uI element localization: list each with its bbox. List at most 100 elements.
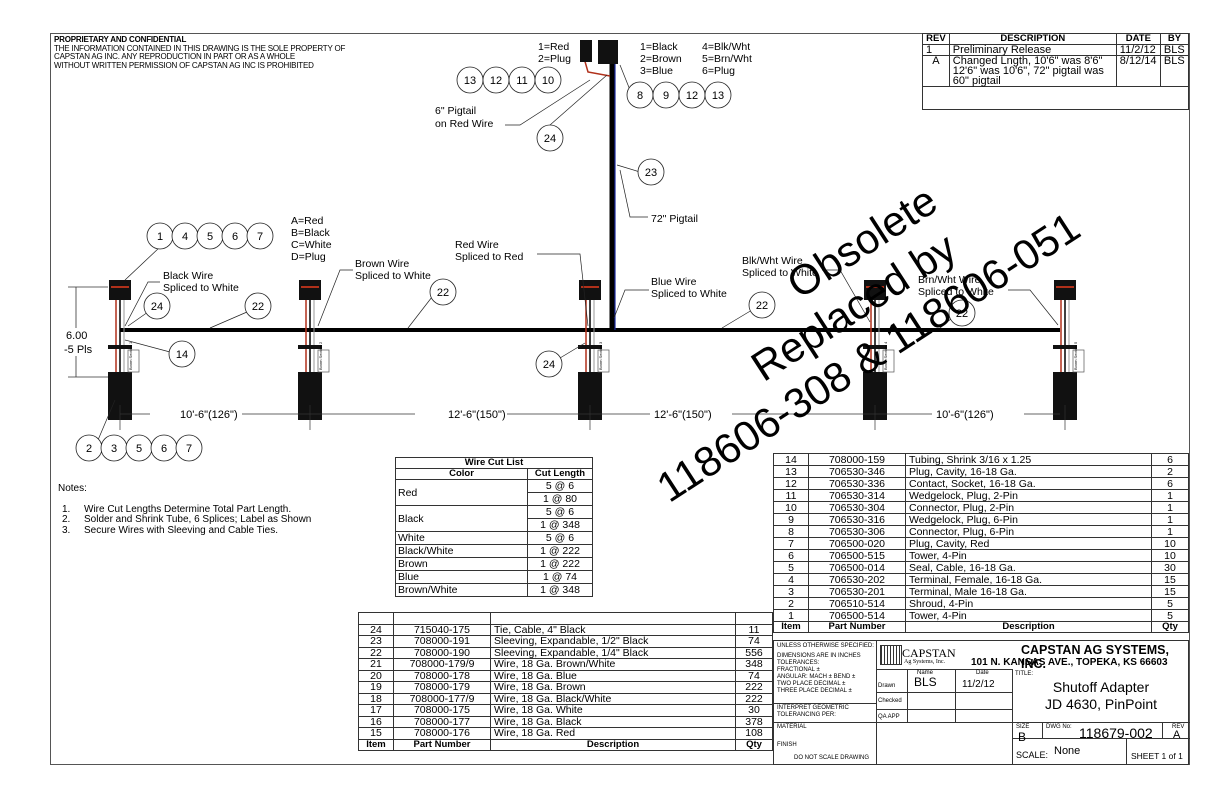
cell: Seal, Cable, 16-18 Ga. bbox=[905, 561, 1152, 574]
cell: 17 bbox=[358, 704, 394, 717]
item-bubble: 22 bbox=[948, 299, 976, 327]
qa-label: QA APP bbox=[878, 714, 900, 720]
tolerance-line: DIMENSIONS ARE IN INCHES bbox=[777, 653, 861, 659]
item-bubble: 11 bbox=[508, 66, 536, 94]
boom-section-label bbox=[882, 349, 895, 373]
item-bubble: 22 bbox=[748, 291, 776, 319]
cell: 706530-314 bbox=[808, 489, 906, 502]
cell: 708000-178 bbox=[393, 669, 491, 682]
bubble-number: 22 bbox=[956, 308, 968, 320]
notes: Notes: 1.Wire Cut Lengths Determine Tota… bbox=[58, 483, 311, 536]
cell: 10 bbox=[1151, 537, 1189, 550]
bom-header: Qty bbox=[1151, 621, 1189, 633]
cell: 5 bbox=[1151, 597, 1189, 610]
cell: Wedgelock, Plug, 2-Pin bbox=[905, 489, 1152, 502]
bubble-number: 23 bbox=[645, 167, 657, 179]
boom-section-label bbox=[317, 349, 330, 373]
cell: Black bbox=[395, 505, 528, 532]
cell: Blue bbox=[395, 570, 528, 584]
bubble-number: 22 bbox=[437, 287, 449, 299]
item-bubble: 6 bbox=[150, 434, 178, 462]
interpret-label: TOLERANCING PER: bbox=[777, 712, 836, 718]
pin-map-label: 4=Blk/Wht bbox=[702, 41, 750, 53]
cell: 708000-177/9 bbox=[393, 692, 491, 705]
cell: 8 bbox=[773, 525, 809, 538]
cell: 11 bbox=[773, 489, 809, 502]
cell: 706500-014 bbox=[808, 561, 906, 574]
item-bubble: 6 bbox=[221, 222, 249, 250]
cell: 7 bbox=[773, 537, 809, 550]
cell: 1 bbox=[1151, 513, 1189, 526]
cell: 10 bbox=[773, 501, 809, 514]
cell: Black/White bbox=[395, 544, 528, 558]
bom-header: Description bbox=[490, 738, 736, 751]
item-bubble: 5 bbox=[196, 222, 224, 250]
cell: 15 bbox=[1151, 585, 1189, 598]
bubble-number: 1 bbox=[157, 231, 163, 243]
pigtail-callout: on Red Wire bbox=[435, 118, 494, 130]
cell: Terminal, Female, 16-18 Ga. bbox=[905, 573, 1152, 586]
dimension-label: 10'-6"(126") bbox=[936, 409, 994, 421]
bubble-number: 6 bbox=[232, 231, 238, 243]
spacing-count: -5 Pls bbox=[64, 344, 93, 356]
cell: 706530-306 bbox=[808, 525, 906, 538]
cell: 708000-179/9 bbox=[393, 658, 491, 671]
cell: 5 @ 6 bbox=[527, 531, 593, 545]
cell: 222 bbox=[735, 681, 773, 694]
cell: 108 bbox=[735, 727, 773, 740]
pin-map-label: 1=Red bbox=[538, 41, 569, 53]
unless-specified: UNLESS OTHERWISE SPECIFIED: bbox=[777, 643, 874, 649]
cell: 23 bbox=[358, 635, 394, 648]
item-bubble: 22 bbox=[429, 278, 457, 306]
item-bubble: 13 bbox=[704, 81, 732, 109]
item-bubble: 24 bbox=[143, 292, 171, 320]
tower-connector bbox=[1054, 280, 1076, 300]
cell: 706530-202 bbox=[808, 573, 906, 586]
pin-map-label: C=White bbox=[291, 239, 332, 251]
cell: 6 bbox=[1151, 477, 1189, 490]
boom-connector: Boom Section 3 bbox=[578, 280, 610, 430]
tolerance-line: ANGULAR: MACH ± BEND ± bbox=[777, 674, 856, 680]
splice-callout: Spliced to Red bbox=[455, 251, 523, 263]
pigtail-callout: 6" Pigtail bbox=[435, 105, 476, 117]
pin-map-label: B=Black bbox=[291, 227, 331, 239]
notice-line: THE INFORMATION CONTAINED IN THIS DRAWIN… bbox=[54, 43, 346, 53]
bubble-number: 24 bbox=[544, 133, 556, 145]
pin-map-label: D=Plug bbox=[291, 251, 326, 263]
cell: 30 bbox=[1151, 561, 1189, 574]
cell: 10 bbox=[1151, 549, 1189, 562]
bubble-number: 9 bbox=[663, 90, 669, 102]
cell: 1 @ 222 bbox=[527, 557, 593, 571]
cell: 9 bbox=[773, 513, 809, 526]
cell: 378 bbox=[735, 715, 773, 728]
cell: Wire, 18 Ga. Black bbox=[490, 715, 736, 728]
cell: 5 @ 6 bbox=[527, 505, 593, 519]
cell: 706530-201 bbox=[808, 585, 906, 598]
cell: 708000-159 bbox=[808, 453, 906, 466]
scale-value: None bbox=[1054, 745, 1081, 757]
bubble-number: 5 bbox=[207, 231, 213, 243]
boom-connector: Boom Section 4 bbox=[863, 280, 895, 430]
pin-map-label: A=Red bbox=[291, 215, 324, 227]
cell: 6 bbox=[773, 549, 809, 562]
cell: 14 bbox=[773, 453, 809, 466]
cell: 15 bbox=[358, 727, 394, 740]
cell: 3 bbox=[773, 585, 809, 598]
scale-label: SCALE: bbox=[1016, 750, 1049, 760]
cell: 20 bbox=[358, 669, 394, 682]
cell: 1 @ 80 bbox=[527, 492, 593, 506]
spacing-value: 6.00 bbox=[66, 330, 87, 342]
cell: 18 bbox=[358, 692, 394, 705]
cell: 1 bbox=[1151, 525, 1189, 538]
cell: 708000-177 bbox=[393, 715, 491, 728]
boom-connector: Boom Section 1 bbox=[108, 280, 140, 430]
cell: 1 @ 348 bbox=[527, 583, 593, 597]
